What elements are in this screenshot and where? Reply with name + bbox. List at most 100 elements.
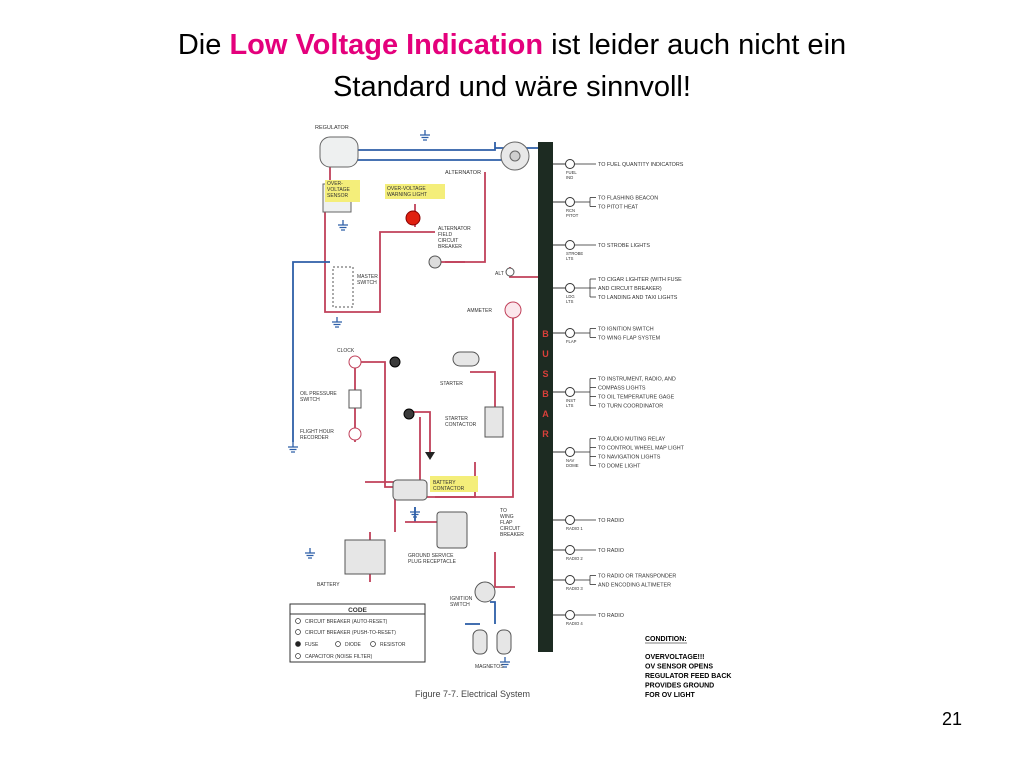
regulator-box: [319, 136, 359, 168]
ground-battery-icon: [305, 548, 315, 559]
legend-title: CODE: [348, 607, 367, 614]
master-switch-icon: [332, 266, 354, 308]
page-number: 21: [941, 709, 962, 729]
legend-symbol: [295, 641, 301, 647]
ground-master-icon: [332, 317, 342, 328]
bus-destination-label: TO CIGAR LIGHTER (WITH FUSE: [598, 277, 682, 283]
magnetos-label: MAGNETOS: [475, 664, 504, 670]
wire-starter-contactor: [470, 371, 496, 422]
ground-contactor-icon: [410, 507, 420, 518]
fuse-icon: [403, 408, 415, 420]
bus-destination-label: TO RADIO: [598, 548, 624, 554]
bus-letter: A: [542, 409, 549, 419]
slide-title: Die Low Voltage Indication ist leider au…: [0, 24, 1024, 108]
ov-light-highlight: [385, 184, 445, 199]
bus-destination-label: TO PITOT HEAT: [598, 205, 639, 211]
wire-clock: [355, 361, 397, 488]
bus-letter: B: [542, 389, 549, 399]
legend-row: DIODE: [345, 642, 362, 648]
bus-circuit-breaker-icon: [565, 240, 575, 250]
oil-pressure-icon: [348, 389, 362, 409]
bus-circuit-breaker-icon: [565, 610, 575, 620]
bus-cb-label: RADIO 2: [566, 556, 583, 561]
bus-destination-label: TO CONTROL WHEEL MAP LIGHT: [598, 446, 685, 452]
bus-circuit-breaker-icon: [565, 283, 575, 293]
bus-destination-label: AND CIRCUIT BREAKER): [598, 286, 662, 292]
regulator-label: REGULATOR: [315, 125, 349, 131]
starter-contactor-icon: [484, 406, 504, 438]
legend-symbol: [295, 618, 301, 624]
bus-circuit-breaker-icon: [565, 387, 575, 397]
battery-icon: [344, 539, 386, 575]
wire-flight: [365, 417, 421, 483]
legend-symbol: [370, 641, 376, 647]
bus-destination-label: TO IGNITION SWITCH: [598, 327, 654, 333]
ignition-switch-icon: [474, 581, 496, 603]
bus-cb-label: RADIO 4: [566, 621, 583, 626]
flight-hour-icon: [348, 427, 362, 441]
legend-symbol: [295, 653, 301, 659]
bus-letter: U: [542, 349, 549, 359]
title-part-2: ist leider auch nicht ein: [543, 29, 847, 61]
wire-flap: [494, 552, 515, 588]
alt-terminal: [505, 267, 515, 277]
bus-cb-label: RADIO 3: [566, 586, 583, 591]
bus-destination-label: TO FLASHING BEACON: [598, 196, 658, 202]
bus-destination-label: TO INSTRUMENT, RADIO, AND: [598, 377, 676, 383]
bus-letter: B: [542, 329, 549, 339]
ground-top-icon: [420, 130, 430, 141]
legend-symbol: [295, 629, 301, 635]
warning-light-icon: [405, 210, 421, 226]
bus-circuit-breaker-icon: [565, 159, 575, 169]
bus-destination-label: TO FUEL QUANTITY INDICATORS: [598, 162, 684, 168]
bus-destination-label: TO RADIO: [598, 518, 624, 524]
alt-cb-icon: [428, 255, 442, 269]
magneto-right-icon: [496, 629, 512, 655]
condition-title: CONDITION:: [645, 636, 687, 643]
wire-blue-left: [292, 261, 330, 312]
starter-label: STARTER: [440, 381, 463, 387]
battery-label: BATTERY: [317, 582, 340, 588]
bus-bar: [538, 142, 553, 652]
battery-contactor-icon: [392, 479, 428, 501]
title-part-1: Die: [177, 29, 230, 61]
bus-destination-label: TO DOME LIGHT: [598, 464, 641, 470]
wire-master-loop: [324, 204, 435, 313]
alt-label: ALT: [495, 271, 504, 277]
clock-label: CLOCK: [337, 348, 355, 354]
ground-sensor-icon: [338, 220, 348, 231]
ground-service-icon: [436, 511, 468, 549]
starter-icon: [452, 351, 480, 367]
figure-caption: Figure 7-7. Electrical System: [415, 689, 530, 699]
bus-circuit-breaker-icon: [565, 515, 575, 525]
clock-icon: [348, 355, 362, 369]
wire-starter: [435, 462, 476, 498]
bus-destination-label: TO RADIO OR TRANSPONDER: [598, 574, 676, 580]
magneto-left-icon: [472, 629, 488, 655]
bus-destination-label: TO RADIO: [598, 613, 624, 619]
title-line-1: Die Low Voltage Indication ist leider au…: [0, 24, 1024, 66]
bus-cb-label: FLAP: [566, 339, 577, 344]
ov-sensor-highlight: [325, 180, 360, 202]
wire-regulator-top: [344, 142, 496, 154]
bus-circuit-breaker-icon: [565, 545, 575, 555]
legend-row: CIRCUIT BREAKER (AUTO-RESET): [305, 619, 388, 625]
bus-destination-label: TO NAVIGATION LIGHTS: [598, 455, 661, 461]
bus-cb-label: RADIO 1: [566, 526, 583, 531]
